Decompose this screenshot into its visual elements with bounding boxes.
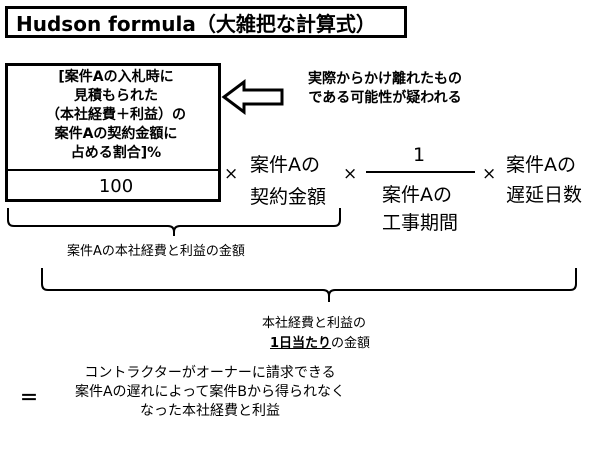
reliability-note: 実際からかけ離れたもの である可能性が疑われる bbox=[285, 70, 485, 108]
result-description: コントラクターがオーナーに請求できる 案件Aの遅れによって案件Bから得られなく … bbox=[45, 364, 375, 421]
right-fraction-numerator: 1 bbox=[413, 144, 426, 166]
fraction-numerator: [案件Aの入札時に 見積もられた （本社経費＋利益）の 案件Aの契約金額に 占め… bbox=[11, 68, 221, 168]
construction-period-line: 案件Aの bbox=[382, 184, 452, 206]
brace2-label-rest: の金額 bbox=[331, 336, 371, 351]
brace-daily-overhead bbox=[41, 268, 577, 302]
times-operator: × bbox=[224, 164, 239, 184]
brace2-label-line2: 1日当たりの金額 bbox=[270, 332, 370, 351]
contract-amount-line: 契約金額 bbox=[250, 186, 327, 208]
contract-amount-line: 案件Aの bbox=[250, 154, 320, 176]
numerator-line: [案件Aの入札時に bbox=[58, 69, 174, 85]
hollow-arrow-icon bbox=[221, 79, 284, 115]
overhead-ratio-fraction: [案件Aの入札時に 見積もられた （本社経費＋利益）の 案件Aの契約金額に 占め… bbox=[5, 63, 221, 202]
result-line: なった本社経費と利益 bbox=[140, 403, 280, 419]
numerator-line: （本社経費＋利益）の bbox=[46, 107, 186, 123]
page-title: Hudson formula（大雑把な計算式） bbox=[5, 6, 407, 38]
construction-period-line: 工事期間 bbox=[382, 212, 459, 234]
numerator-line: 案件Aの契約金額に bbox=[54, 126, 178, 142]
delay-days-line: 遅延日数 bbox=[506, 184, 583, 206]
per-day-emphasis: 1日当たり bbox=[270, 336, 332, 351]
result-line: 案件Aの遅れによって案件Bから得られなく bbox=[74, 384, 346, 400]
brace2-label-line1: 本社経費と利益の bbox=[262, 316, 367, 331]
numerator-line: 占める割合]% bbox=[70, 145, 162, 161]
note-line: 実際からかけ離れたもの bbox=[308, 71, 462, 87]
result-line: コントラクターがオーナーに請求できる bbox=[84, 365, 336, 381]
title-text: Hudson formula（大雑把な計算式） bbox=[16, 11, 376, 36]
numerator-line: 見積もられた bbox=[74, 88, 158, 104]
brace1-label: 案件Aの本社経費と利益の金額 bbox=[67, 244, 245, 259]
brace-contract-overhead bbox=[7, 208, 341, 236]
times-operator: × bbox=[343, 164, 358, 184]
times-operator: × bbox=[482, 164, 497, 184]
note-line: である可能性が疑われる bbox=[308, 90, 462, 106]
delay-days-line: 案件Aの bbox=[506, 154, 576, 176]
fraction-denominator: 100 bbox=[98, 176, 134, 197]
equals-sign: ＝ bbox=[20, 388, 38, 409]
